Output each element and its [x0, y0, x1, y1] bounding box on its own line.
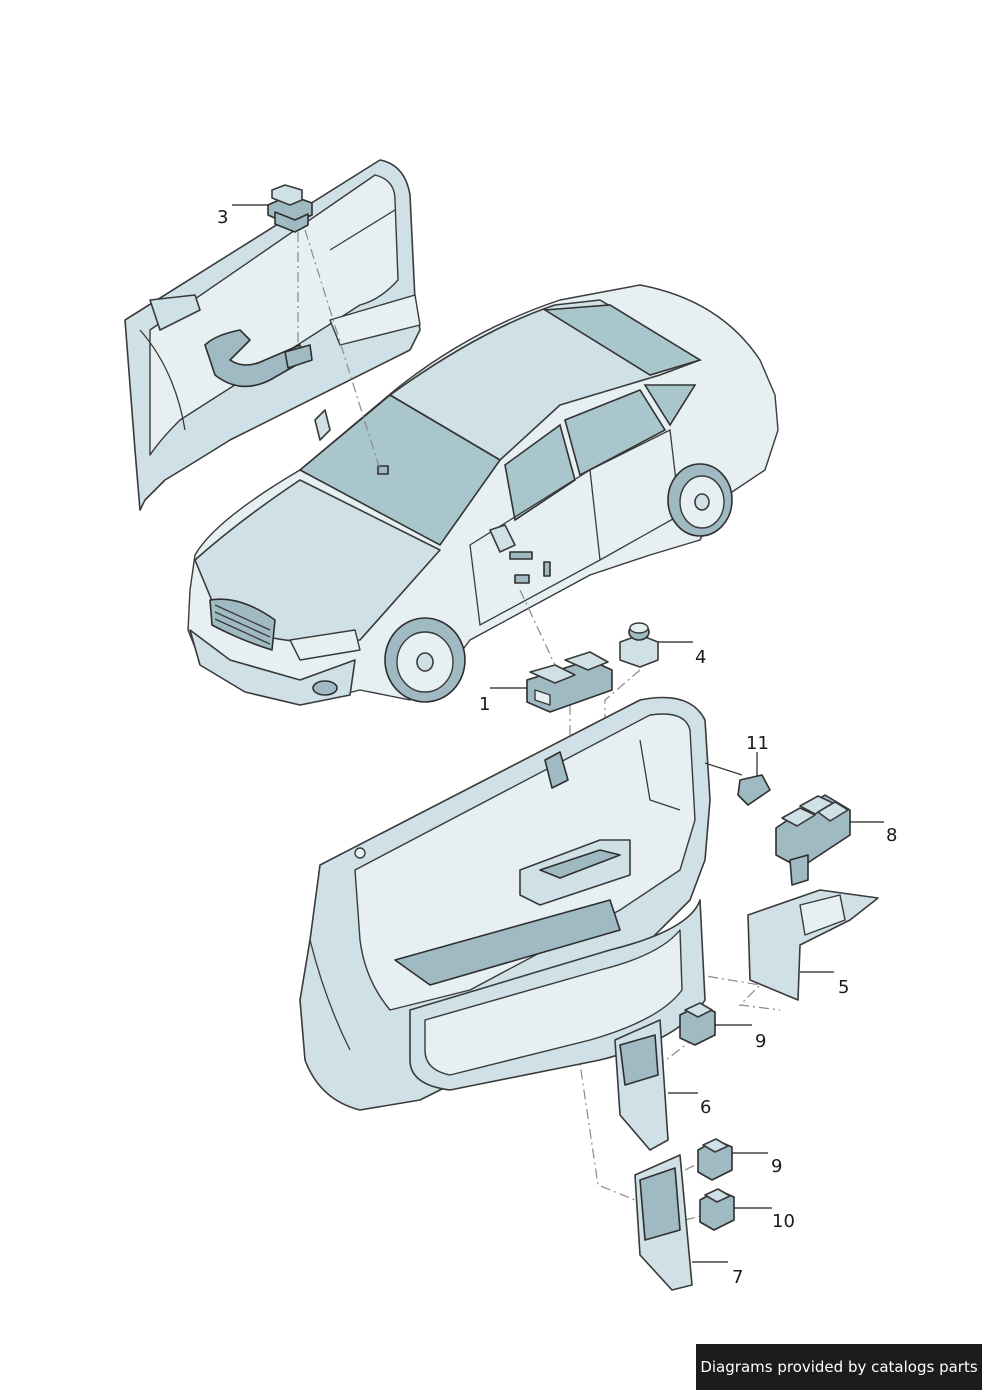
part-1-switch: [490, 651, 613, 713]
callout-5: 5: [838, 977, 850, 998]
part-6-panel: [614, 1019, 698, 1151]
part-8-switch-block: [775, 794, 884, 886]
callout-10: 10: [772, 1211, 795, 1232]
part-5-trim: [747, 889, 879, 1001]
callout-6: 6: [700, 1097, 712, 1118]
part-10-switch: [699, 1188, 772, 1231]
footer-text: Diagrams provided by catalogs parts: [700, 1358, 978, 1376]
part-4-knob: [619, 622, 693, 668]
callout-4: 4: [695, 647, 707, 668]
footer-badge: Diagrams provided by catalogs parts: [696, 1344, 982, 1390]
part-7-panel: [634, 1154, 728, 1291]
car-body: [187, 284, 779, 706]
rear-door-panel: [124, 159, 421, 511]
callout-8: 8: [886, 825, 898, 846]
callout-1: 1: [479, 694, 491, 715]
part-9-switch-lower: [697, 1138, 768, 1181]
part-11-connector: [704, 752, 771, 806]
part-9-switch-upper: [679, 1002, 752, 1046]
callout-7: 7: [732, 1267, 744, 1288]
callout-9-lower: 9: [771, 1156, 783, 1177]
part-3-switch: [232, 184, 313, 233]
callout-9-upper: 9: [755, 1031, 767, 1052]
callout-11: 11: [746, 733, 769, 754]
callout-3: 3: [217, 207, 229, 228]
